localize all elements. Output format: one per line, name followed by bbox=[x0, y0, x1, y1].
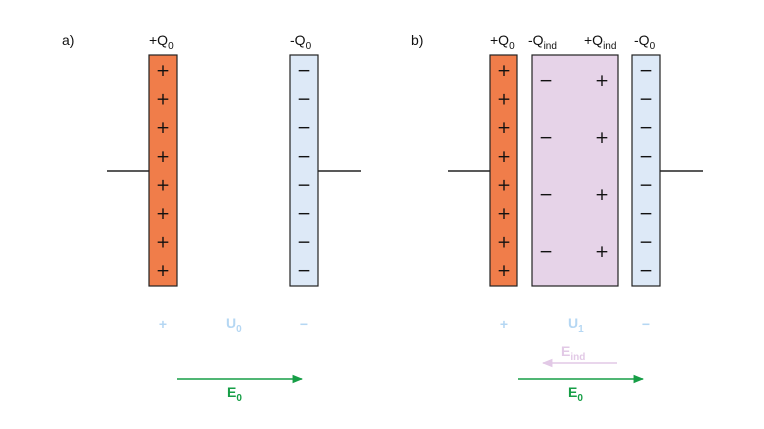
plus-sign: + bbox=[156, 261, 170, 281]
plus-sign: + bbox=[497, 175, 511, 195]
minus-sign: − bbox=[639, 90, 653, 110]
plus-sign: + bbox=[156, 147, 170, 167]
plus-sign: + bbox=[156, 61, 170, 81]
panel-b-positive-plate bbox=[489, 54, 518, 287]
minus-sign: − bbox=[639, 233, 653, 253]
minus-sign: − bbox=[639, 118, 653, 138]
panel-b-induced-field-label: Eind bbox=[561, 343, 585, 363]
panel-b-dielectric-negative-signs: − − − − bbox=[539, 71, 553, 262]
minus-sign: − bbox=[297, 261, 311, 281]
panel-a-polarity-plus: + bbox=[159, 316, 167, 332]
induced-minus-sign: − bbox=[539, 128, 553, 148]
panel-b-field-label: E0 bbox=[568, 384, 583, 404]
minus-sign: − bbox=[297, 147, 311, 167]
plus-sign: + bbox=[156, 233, 170, 253]
panel-a-negative-signs: − − − − − − − − bbox=[297, 61, 311, 281]
panel-a-positive-signs: + + + + + + + + bbox=[156, 61, 170, 281]
panel-b-right-charge-label: -Q0 bbox=[634, 32, 656, 52]
induced-minus-sign: − bbox=[539, 242, 553, 262]
panel-b-label: b) bbox=[411, 32, 423, 48]
plus-sign: + bbox=[156, 204, 170, 224]
induced-minus-sign: − bbox=[539, 185, 553, 205]
minus-sign: − bbox=[639, 147, 653, 167]
panel-b-polarity-plus: + bbox=[500, 316, 508, 332]
panel-a-voltage-label: U0 bbox=[226, 315, 242, 335]
panel-a-polarity-minus: − bbox=[300, 316, 308, 332]
plus-sign: + bbox=[497, 233, 511, 253]
plus-sign: + bbox=[497, 61, 511, 81]
plus-sign: + bbox=[156, 118, 170, 138]
plus-sign: + bbox=[156, 90, 170, 110]
panel-b-polarity-minus: − bbox=[642, 316, 650, 332]
panel-a-right-charge-label: -Q0 bbox=[290, 32, 312, 52]
plus-sign: + bbox=[497, 118, 511, 138]
plus-sign: + bbox=[497, 147, 511, 167]
panel-a-label: a) bbox=[62, 32, 74, 48]
panel-b-dielectric bbox=[531, 54, 619, 287]
panel-a: a) +Q0 -Q0 + + + + + + + + − − − − − − − − + − U0 E0 bbox=[62, 32, 361, 404]
minus-sign: − bbox=[639, 261, 653, 281]
minus-sign: − bbox=[639, 61, 653, 81]
panel-b-dielectric-positive-signs: + + + + bbox=[595, 71, 609, 262]
panel-b: b) +Q0 -Qind +Qind -Q0 ++++++++ −−−−−−−−… bbox=[411, 32, 703, 404]
panel-b-dielectric-left-label: -Qind bbox=[528, 32, 557, 52]
minus-sign: − bbox=[297, 175, 311, 195]
plus-sign: + bbox=[497, 261, 511, 281]
induced-plus-sign: + bbox=[595, 71, 609, 91]
panel-b-positive-signs: + + + + + + + + bbox=[497, 61, 511, 281]
induced-plus-sign: + bbox=[595, 242, 609, 262]
plus-sign: + bbox=[497, 204, 511, 224]
minus-sign: − bbox=[297, 90, 311, 110]
plus-sign: + bbox=[156, 175, 170, 195]
minus-sign: − bbox=[297, 61, 311, 81]
minus-sign: − bbox=[639, 175, 653, 195]
panel-b-left-charge-label: +Q0 bbox=[490, 32, 515, 52]
minus-sign: − bbox=[297, 204, 311, 224]
plus-sign: + bbox=[497, 90, 511, 110]
panel-a-left-charge-label: +Q0 bbox=[149, 32, 174, 52]
panel-a-positive-plate bbox=[148, 54, 178, 287]
minus-sign: − bbox=[639, 204, 653, 224]
panel-b-negative-signs: − − − − − − − − bbox=[639, 61, 653, 281]
panel-b-dielectric-right-label: +Qind bbox=[584, 32, 616, 52]
panel-b-negative-plate bbox=[631, 54, 661, 287]
induced-plus-sign: + bbox=[595, 185, 609, 205]
induced-minus-sign: − bbox=[539, 71, 553, 91]
induced-plus-sign: + bbox=[595, 128, 609, 148]
minus-sign: − bbox=[297, 118, 311, 138]
panel-a-field-label: E0 bbox=[227, 384, 242, 404]
panel-b-voltage-label: U1 bbox=[568, 315, 584, 335]
panel-a-negative-plate bbox=[289, 54, 319, 287]
minus-sign: − bbox=[297, 233, 311, 253]
